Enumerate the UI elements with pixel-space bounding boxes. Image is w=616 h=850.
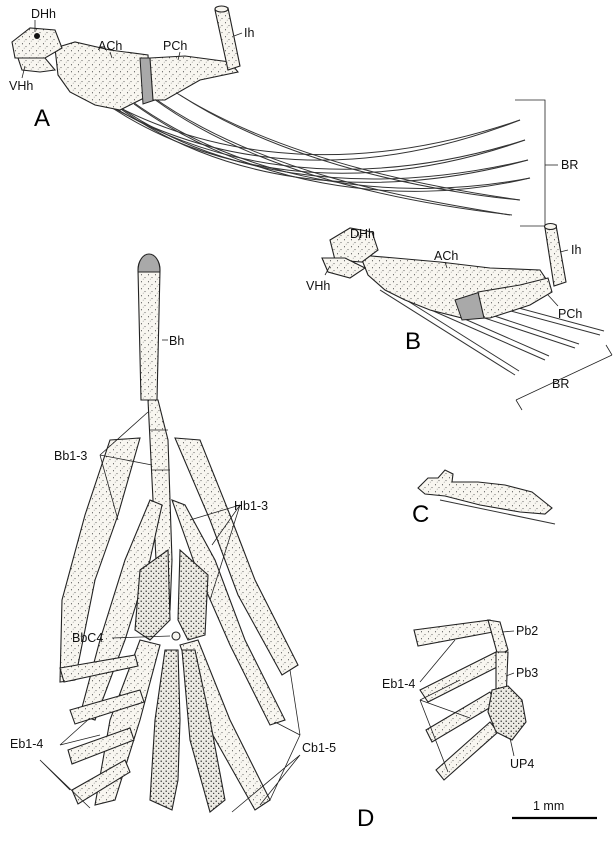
panel-d-label-eb: Eb1-4: [10, 737, 43, 751]
panel-a-foramen: [34, 33, 40, 39]
panel-d-hb-right-3: [177, 548, 209, 641]
panel-e-upper-pharyngeal-tooth-plate: [487, 685, 527, 741]
panel-e-label-pb2: Pb2: [516, 624, 538, 638]
panel-b-label-br: BR: [552, 377, 569, 391]
panel-d-hb-leaders: [189, 504, 241, 601]
panel-b-pch-leader: [547, 294, 559, 307]
panel-b-hyoid-arch: DHh VHh ACh PCh Ih BR B: [306, 222, 613, 411]
panel-b-label-ach: ACh: [434, 249, 458, 263]
panel-e-eb-leaders: [419, 639, 471, 773]
panel-b-br-bracket-end: [515, 344, 613, 411]
panel-a-label-pch: PCh: [163, 39, 187, 53]
panel-letter-c: C: [412, 501, 429, 528]
panel-e-pb3-leader: [505, 672, 515, 677]
panel-e-dorsal-arch: Pb2 Pb3 Eb1-4 UP4: [382, 619, 538, 781]
panel-d-epibranchial-2: [69, 689, 145, 725]
panel-d-bbc4-leader: [111, 635, 171, 639]
panel-a-ach-leader: [109, 51, 113, 59]
panel-b-label-pch: PCh: [558, 307, 582, 321]
panel-a-anterior-ceratohyal: [54, 41, 151, 111]
panel-a-label-ih: Ih: [244, 26, 254, 40]
panel-a-label-br: BR: [561, 158, 578, 172]
panel-b-ach-leader: [444, 261, 448, 269]
panel-a-br-bracket: [515, 99, 546, 227]
panel-c-element: [417, 469, 553, 515]
panel-d-basihyal: [137, 254, 161, 401]
panel-e-pharyngobranchial-2: [487, 619, 509, 657]
scale-bar-label: 1 mm: [533, 799, 564, 813]
panel-a-branchiostegal-rays: [79, 84, 531, 216]
panel-d-branchial-skeleton: Bh Bb1-3 Hb1-3 BbC4 Eb1-4 Cb1-5 D: [10, 253, 374, 832]
panel-a-ventral-hypohyal: [17, 57, 57, 73]
panel-a-dorsal-hypohyal: [11, 27, 63, 59]
panel-a-ih-leader: [233, 32, 243, 37]
panel-c-spine: [439, 499, 556, 525]
panel-a-pch-leader: [177, 51, 181, 61]
panel-letter-b: B: [405, 328, 421, 355]
panel-b-label-vhh: VHh: [306, 279, 330, 293]
panel-b-interhyal: [544, 224, 567, 287]
panel-c-bone: C: [412, 469, 556, 528]
panel-a-label-dhh: DHh: [31, 7, 56, 21]
panel-letter-a: A: [34, 105, 50, 132]
panel-d-cb-right-5: [181, 649, 226, 813]
panel-b-dhh-leader: [357, 231, 361, 241]
panel-b-ventral-hypohyal: [321, 257, 367, 279]
panel-a-vhh-leader: [21, 65, 26, 79]
panel-d-label-cb: Cb1-5: [302, 741, 336, 755]
panel-d-cb-right-1: [174, 437, 299, 676]
panel-a-hyoid-arch: DHh VHh ACh PCh Ih BR A: [9, 5, 578, 227]
panel-a-label-ach: ACh: [98, 39, 122, 53]
panel-d-epibranchial-1: [59, 654, 139, 683]
panel-b-label-dhh: DHh: [350, 227, 375, 241]
panel-a-interhyal-cap: [214, 5, 229, 13]
panel-b-posterior-ceratohyal: [477, 277, 553, 319]
panel-b-br-bracket: [515, 354, 613, 401]
panel-e-label-up4: UP4: [510, 757, 534, 771]
panel-d-label-bbc4: BbC4: [72, 631, 103, 645]
panel-d-basihyal-cartilage: [137, 253, 161, 273]
panel-a-posterior-ceratohyal: [149, 55, 239, 101]
panel-d-hb-left-3: [134, 548, 171, 641]
panel-d-cb-left-4: [94, 639, 161, 806]
panel-e-label-pb3: Pb3: [516, 666, 538, 680]
panel-d-bb-leaders: [99, 411, 153, 521]
panel-b-vhh-leader: [324, 265, 331, 276]
panel-d-eb-leaders: [39, 717, 101, 809]
panel-d-label-bb: Bb1-3: [54, 449, 87, 463]
scale-bar: 1 mm: [512, 799, 597, 820]
panel-a-label-vhh: VHh: [9, 79, 33, 93]
panel-d-label-hb: Hb1-3: [234, 499, 268, 513]
panel-b-interhyal-cap: [543, 222, 558, 231]
panel-d-bbc4: [171, 631, 181, 641]
panel-letter-d: D: [357, 805, 374, 832]
panel-e-pb2-leader: [501, 630, 515, 633]
panel-e-up4-leader: [509, 737, 515, 757]
panel-d-epibranchial-4: [71, 759, 131, 805]
panel-e-label-eb: Eb1-4: [382, 677, 415, 691]
panel-b-ih-leader: [559, 249, 569, 253]
panel-d-cb-left-5: [149, 649, 181, 811]
panel-d-label-bh: Bh: [169, 334, 184, 348]
panel-b-label-ih: Ih: [571, 243, 581, 257]
panel-d-cb-leaders: [231, 669, 301, 813]
panel-d-epibranchial-3: [67, 727, 135, 765]
